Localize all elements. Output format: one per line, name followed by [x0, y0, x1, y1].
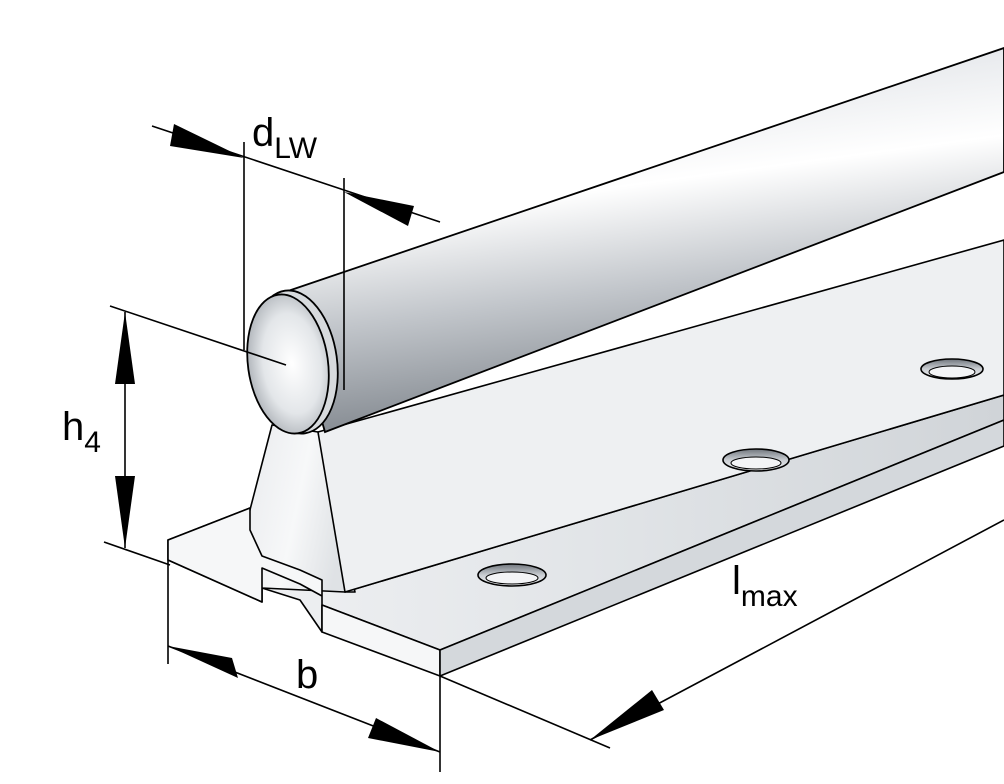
label-dlw-sub: LW [274, 132, 317, 165]
label-b: b [296, 653, 318, 697]
mounting-hole [730, 456, 782, 470]
h4-extension-top [109, 305, 287, 366]
support-rail [167, 239, 1004, 677]
b-arrow-left [168, 646, 238, 678]
h4-extension-bottom [103, 541, 171, 566]
label-h4-main: h [62, 405, 84, 449]
label-h4: h4 [62, 405, 101, 459]
dimension-labels: dLW h4 b lmax [62, 111, 798, 697]
label-h4-sub: 4 [84, 426, 101, 459]
shaft [246, 47, 1004, 435]
label-lmax: lmax [732, 559, 798, 613]
lmax-extension [439, 675, 611, 749]
label-lmax-sub: max [741, 580, 798, 613]
h4-arrow-bottom [115, 476, 135, 548]
base-flange-edge [439, 419, 1004, 677]
label-dlw: dLW [252, 111, 318, 165]
shaft-end-face [246, 293, 330, 435]
lmax-arrow [590, 690, 664, 740]
label-lmax-main: l [732, 559, 741, 603]
dimension-arrows [115, 124, 664, 752]
b-arrow-right [368, 718, 440, 752]
mounting-hole [485, 571, 539, 585]
mounting-hole [928, 365, 976, 379]
h4-arrow-top [115, 312, 135, 384]
mounting-holes [477, 358, 984, 587]
dlw-arrow-left [170, 124, 244, 158]
label-dlw-main: d [252, 111, 274, 155]
rail-web-side [317, 239, 1004, 593]
dlw-arrow-right [344, 192, 414, 226]
